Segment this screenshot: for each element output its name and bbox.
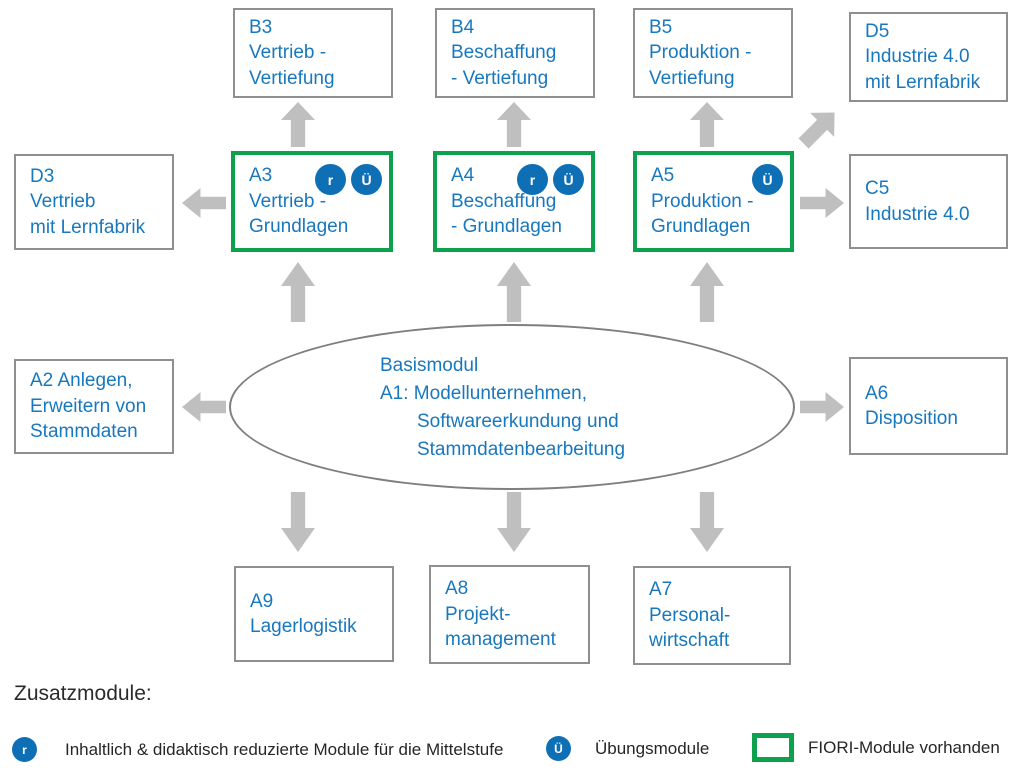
- legend-item-reduced: r Inhaltlich & didaktisch reduzierte Mod…: [12, 737, 503, 762]
- arrow-a1-to-a8-icon: [497, 492, 531, 552]
- basismodul-ellipse: [229, 324, 795, 490]
- arrow-a1-to-a6-icon: [800, 392, 844, 422]
- node-d3: D3 Vertrieb mit Lernfabrik: [14, 154, 174, 250]
- node-a2-label: A2 Anlegen, Erweitern von Stammdaten: [30, 370, 147, 443]
- reduced-module-badge: r: [315, 164, 346, 195]
- node-a2: A2 Anlegen, Erweitern von Stammdaten: [14, 359, 174, 454]
- arrow-a1-to-a3-icon: [281, 262, 315, 322]
- legend-fiori-text: FIORI-Module vorhanden: [808, 737, 1000, 757]
- node-b3: B3 Vertrieb - Vertiefung: [233, 8, 393, 98]
- node-d5: D5 Industrie 4.0 mit Lernfabrik: [849, 12, 1008, 102]
- node-b3-label: B3 Vertrieb - Vertiefung: [249, 16, 335, 89]
- exercise-module-badge: Ü: [752, 164, 783, 195]
- node-c5: C5 Industrie 4.0: [849, 154, 1008, 249]
- node-a8-label: A8 Projekt- management: [445, 578, 556, 651]
- node-d5-label: D5 Industrie 4.0 mit Lernfabrik: [865, 20, 981, 93]
- legend-reduced-text: Inhaltlich & didaktisch reduzierte Modul…: [65, 739, 504, 759]
- legend-item-fiori: FIORI-Module vorhanden: [752, 733, 1000, 762]
- arrow-a1-to-a4-icon: [497, 262, 531, 322]
- node-a5-badges: Ü: [752, 164, 783, 195]
- exercise-module-badge: Ü: [546, 736, 571, 761]
- node-a7-label: A7 Personal- wirtschaft: [649, 579, 731, 652]
- node-a7: A7 Personal- wirtschaft: [633, 566, 791, 665]
- node-a4-label: A4 Beschaffung - Grundlagen: [451, 165, 562, 238]
- node-d3-label: D3 Vertrieb mit Lernfabrik: [30, 165, 146, 238]
- node-a9-label: A9 Lagerlogistik: [250, 590, 357, 638]
- reduced-module-badge: r: [12, 737, 37, 762]
- node-a8: A8 Projekt- management: [429, 565, 590, 664]
- legend-item-exercise: Ü Übungsmodule: [546, 736, 709, 761]
- arrow-a5-to-d5-icon: [791, 100, 846, 155]
- node-a5-label: A5 Produktion - Grundlagen: [651, 165, 754, 238]
- node-b5-label: B5 Produktion - Vertiefung: [649, 16, 752, 89]
- legend-heading: Zusatzmodule:: [14, 682, 152, 705]
- node-a6: A6 Disposition: [849, 357, 1008, 455]
- node-a3-badges: r Ü: [315, 164, 382, 195]
- exercise-module-badge: Ü: [351, 164, 382, 195]
- arrow-a3-to-b3-icon: [281, 102, 315, 147]
- arrow-a4-to-b4-icon: [497, 102, 531, 147]
- reduced-module-badge: r: [517, 164, 548, 195]
- node-a5: A5 Produktion - Grundlagen Ü: [633, 151, 794, 252]
- exercise-module-badge: Ü: [553, 164, 584, 195]
- basismodul-label: Basismodul A1: Modellunternehmen, Softwa…: [380, 355, 626, 460]
- arrow-a3-to-d3-icon: [182, 188, 226, 218]
- arrow-a1-to-a5-icon: [690, 262, 724, 322]
- node-b4-label: B4 Beschaffung - Vertiefung: [451, 16, 557, 89]
- node-c5-label: C5 Industrie 4.0: [865, 178, 970, 225]
- node-a4: A4 Beschaffung - Grundlagen r Ü: [433, 151, 595, 252]
- arrow-a1-to-a2-icon: [182, 392, 226, 422]
- node-a3: A3 Vertrieb - Grundlagen r Ü: [231, 151, 393, 252]
- arrow-a5-to-c5-icon: [800, 188, 844, 218]
- arrow-a1-to-a7-icon: [690, 492, 724, 552]
- legend-exercise-text: Übungsmodule: [595, 738, 710, 758]
- fiori-swatch-icon: [752, 733, 794, 762]
- node-a4-badges: r Ü: [517, 164, 584, 195]
- node-a3-label: A3 Vertrieb - Grundlagen: [249, 165, 349, 238]
- node-b4: B4 Beschaffung - Vertiefung: [435, 8, 595, 98]
- arrow-a5-to-b5-icon: [690, 102, 724, 147]
- node-b5: B5 Produktion - Vertiefung: [633, 8, 793, 98]
- node-a9: A9 Lagerlogistik: [234, 566, 394, 662]
- node-a6-label: A6 Disposition: [865, 382, 958, 430]
- arrow-a1-to-a9-icon: [281, 492, 315, 552]
